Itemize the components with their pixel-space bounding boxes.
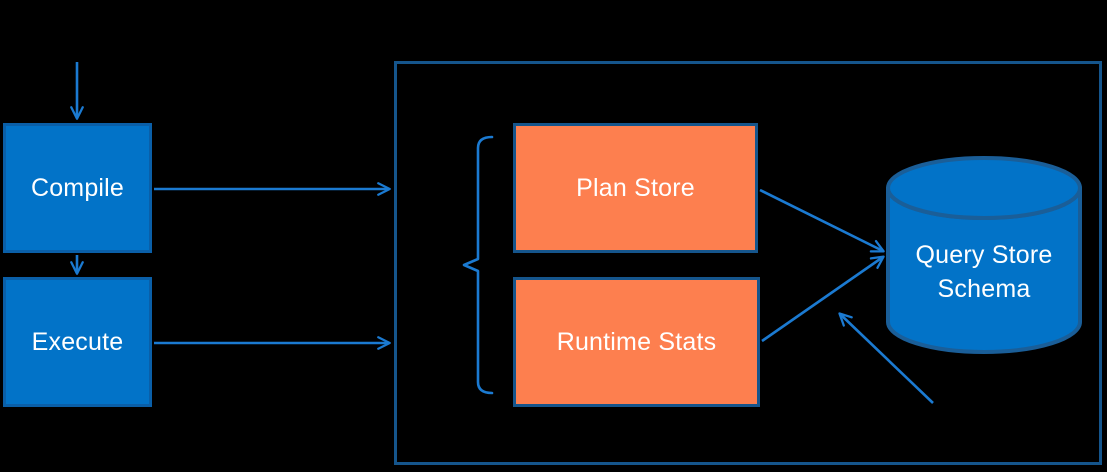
plan-store-box: Plan Store (513, 123, 758, 253)
query-store-schema-label-line1: Query Store (915, 241, 1053, 269)
plan-store-label: Plan Store (576, 173, 695, 202)
execute-label: Execute (31, 327, 124, 356)
compile-label: Compile (30, 173, 125, 202)
runtime-stats-label: Runtime Stats (556, 327, 717, 356)
query-store-container-rect (394, 61, 1102, 465)
execute-box: Execute (3, 277, 152, 407)
query-store-schema-label: Query Store Schema (888, 238, 1080, 306)
compile-box: Compile (3, 123, 152, 253)
runtime-stats-box: Runtime Stats (513, 277, 760, 407)
query-store-schema-label-line2: Schema (937, 275, 1031, 303)
